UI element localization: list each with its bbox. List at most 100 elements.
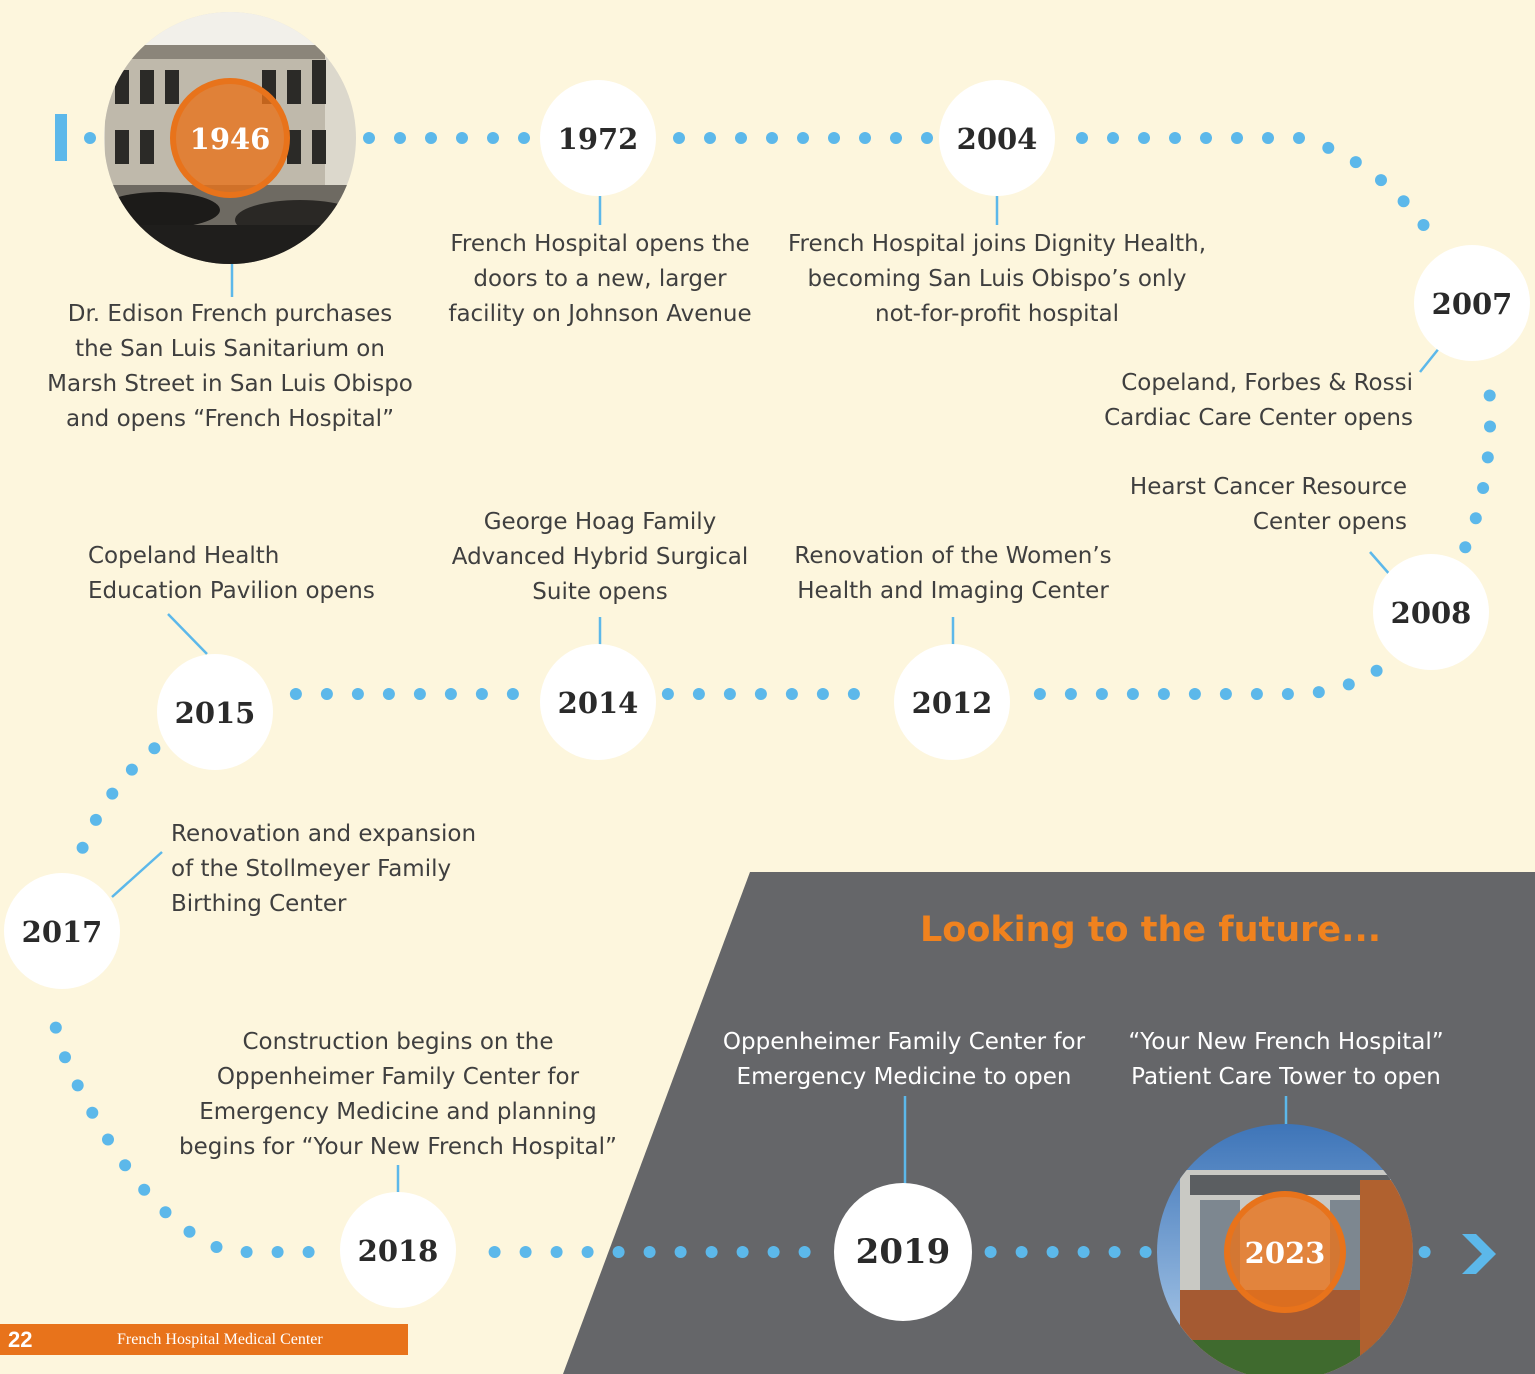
caption-line: facility on Johnson Avenue [448,301,752,327]
path-dot [1375,174,1387,187]
path-dot [506,688,519,700]
path-dot [921,132,933,144]
caption-line: French Hospital joins Dignity Health, [787,231,1207,257]
year-circle [157,654,273,770]
path-dot [661,688,674,700]
path-dot [1107,132,1119,144]
path-dot [612,1246,625,1258]
caption-line: Birthing Center [171,891,347,917]
caption-line: Marsh Street in San Luis Obispo [47,371,413,397]
year-circle [834,1183,972,1321]
caption-line: Renovation and expansion [171,821,477,847]
path-dot [518,132,530,144]
path-dot [984,1246,997,1258]
path-dot [382,688,395,700]
path-dot [183,1225,196,1238]
year-circle [540,644,656,760]
year-marker-1972: 1972 [540,80,656,196]
path-dot [1370,664,1383,677]
caption-line: Oppenheimer Family Center for [216,1064,580,1090]
year-circle [540,80,656,196]
caption-line: of the Stollmeyer Family [171,856,452,882]
path-dot [1469,512,1482,525]
path-dot [705,1246,718,1258]
path-dot [1033,688,1046,700]
year-label: 2004 [957,122,1038,156]
path-dot [84,132,96,144]
year-marker-1946: 1946 [170,78,290,198]
year-marker-2023: 2023 [1224,1191,1346,1313]
year-label: 2008 [1391,596,1472,630]
path-dot [847,688,860,700]
year-circle [1224,1191,1346,1313]
caption-line: Emergency Medicine and planning [199,1099,597,1125]
page-number: 22 [8,1327,33,1352]
path-dot [86,1106,99,1119]
path-dot [487,132,499,144]
path-dot [1200,132,1212,144]
path-dot [1293,132,1305,144]
path-dot [1417,219,1430,231]
year-label: 2017 [22,915,103,949]
path-dot [519,1246,532,1258]
path-dot [692,688,705,700]
path-dot [581,1246,594,1258]
year-label: 1972 [558,122,639,156]
path-dot [444,688,457,700]
caption-line: becoming San Luis Obispo’s only [807,266,1187,292]
year-label: 2015 [175,696,256,730]
caption-line: Hearst Cancer Resource [1129,474,1407,500]
caption-line: Construction begins on the [242,1029,554,1055]
path-dot [1077,1246,1090,1258]
path-dot [785,688,798,700]
path-dot [59,1051,71,1064]
path-dot [1322,141,1335,154]
path-dot [1126,688,1139,700]
caption-line: George Hoag Family [483,509,717,535]
path-dot [76,841,89,854]
path-dot [271,1246,284,1258]
year-label: 2014 [558,686,639,720]
path-dot [475,688,488,700]
year-circle [170,78,290,198]
year-marker-2012: 2012 [894,644,1010,760]
year-label: 1946 [190,122,271,156]
path-dot [1342,678,1355,691]
caption-line: and opens “French Hospital” [65,406,394,432]
path-dot [1095,688,1108,700]
path-dot [704,132,716,144]
year-marker-2015: 2015 [157,654,273,770]
caption-line: Advanced Hybrid Surgical [451,544,749,570]
path-dot [159,1206,172,1219]
path-dot [859,132,871,144]
caption-line: Dr. Edison French purchases [67,301,393,327]
path-dot [456,132,468,144]
path-dot [71,1079,84,1092]
path-dot [413,688,426,700]
caption-line: Center opens [1252,509,1407,535]
path-dot [1108,1246,1121,1258]
caption-line: Copeland Health [88,543,280,569]
caption-line: the San Luis Sanitarium on [75,336,385,362]
path-dot [735,132,747,144]
year-circle [1373,554,1489,670]
event-caption-1946: Dr. Edison French purchases the San Luis … [35,297,425,437]
path-dot [1231,132,1243,144]
year-marker-2007: 2007 [1414,245,1530,361]
future-heading: Looking to the future... [920,910,1382,950]
path-dot [1481,451,1494,464]
path-dot [1138,132,1150,144]
year-label: 2007 [1432,287,1513,321]
path-dot [550,1246,563,1258]
caption-line: Suite opens [532,579,668,605]
year-marker-2004: 2004 [939,80,1055,196]
path-dot [89,813,102,826]
